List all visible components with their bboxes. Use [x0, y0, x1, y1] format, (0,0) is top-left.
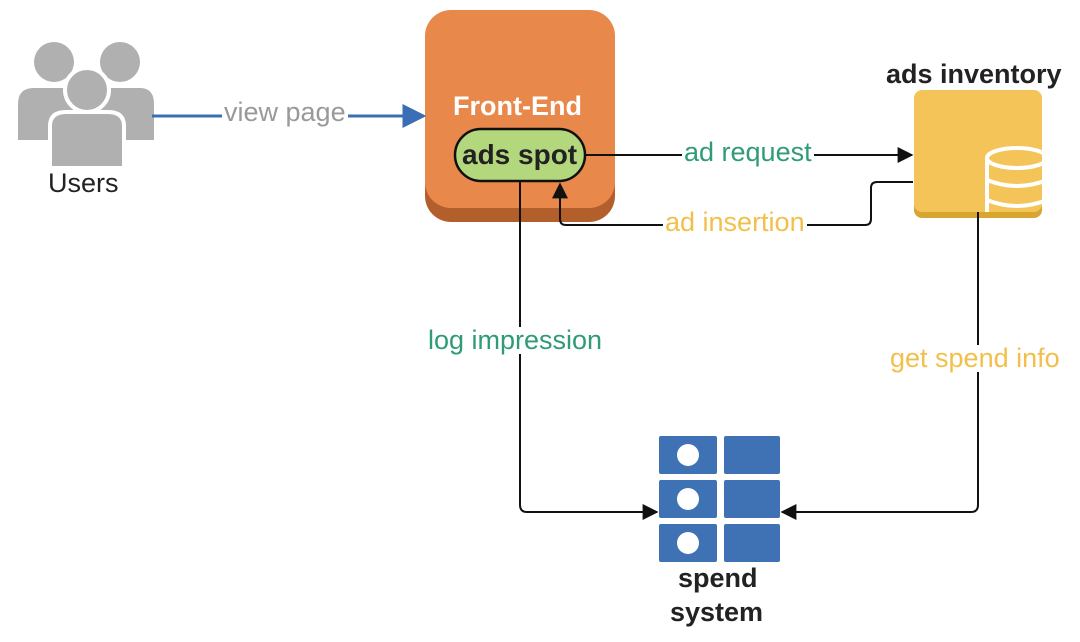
log-impression-arrow: [519, 181, 659, 520]
view-page-label: view page: [222, 97, 348, 127]
get-spend-info-label: get spend info: [888, 343, 1062, 373]
ad-insertion-arrow: [552, 181, 913, 226]
spend-system-label-line1: spend: [678, 563, 758, 593]
spend-system-label-line2: system: [670, 597, 764, 627]
spend-system-server-icon: [659, 436, 780, 562]
users-label: Users: [48, 168, 119, 198]
ads-inventory-database-icon: [914, 90, 1049, 218]
ad-request-label: ad request: [682, 137, 814, 167]
log-impression-label: log impression: [426, 325, 605, 355]
frontend-label: Front-End: [453, 91, 582, 121]
get-spend-info-arrow: [780, 212, 979, 520]
ads-inventory-label: ads inventory: [886, 59, 1062, 89]
users-icon: [18, 42, 154, 170]
ads-spot-label: ads spot: [462, 139, 578, 170]
ad-insertion-label: ad insertion: [663, 207, 807, 237]
